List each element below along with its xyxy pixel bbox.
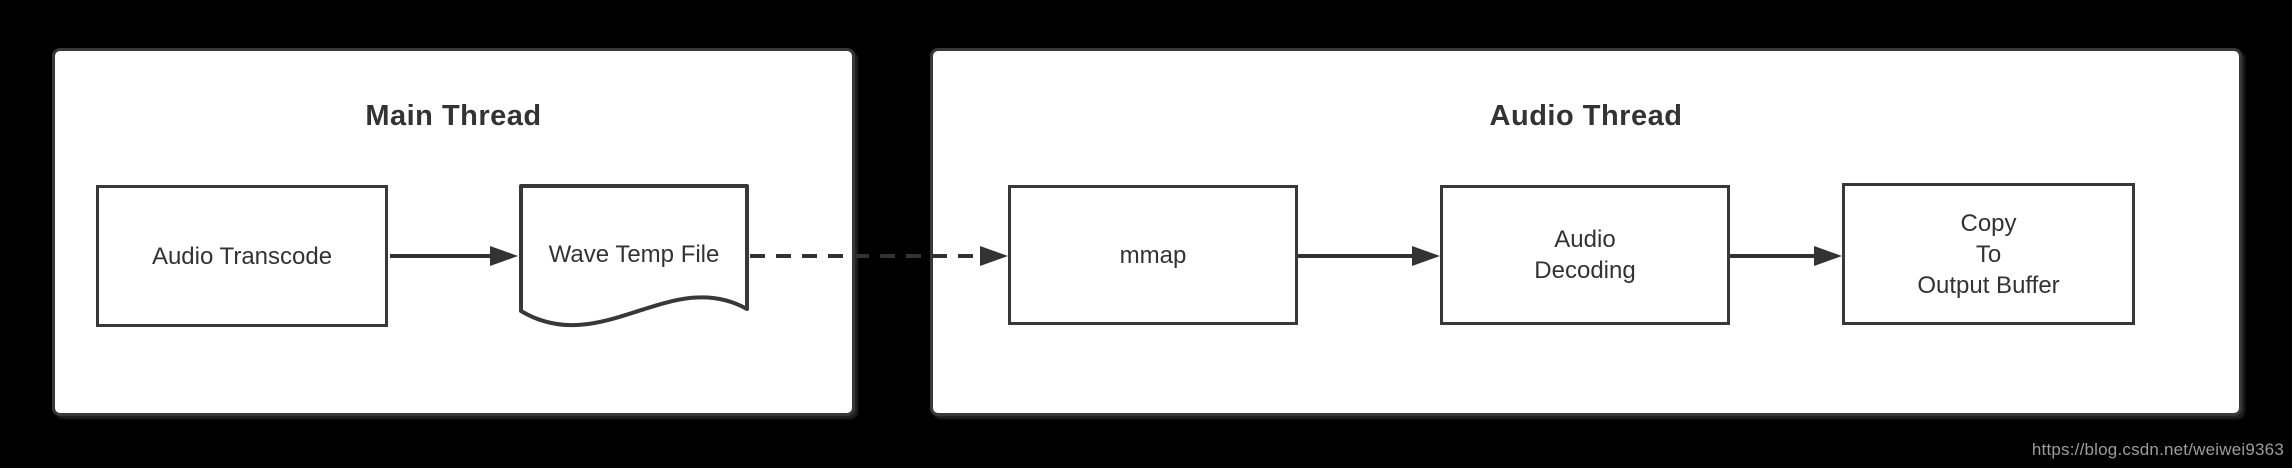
node-audio-transcode-label: Audio Transcode xyxy=(151,242,333,270)
panel-title-main-thread: Main Thread xyxy=(365,100,542,132)
node-mmap: mmap xyxy=(1008,185,1298,325)
node-copy-to-output-buffer: Copy To Output Buffer xyxy=(1842,183,2135,325)
node-wave-temp-file: Wave Temp File xyxy=(518,183,750,333)
node-copy-line2: To xyxy=(1975,240,2002,268)
node-mmap-label: mmap xyxy=(1119,241,1187,269)
node-audio-decoding-line1: Audio xyxy=(1554,226,1616,253)
node-audio-transcode: Audio Transcode xyxy=(96,185,388,327)
node-audio-decoding-line2: Decoding xyxy=(1534,257,1636,284)
panel-title-audio-thread: Audio Thread xyxy=(1489,100,1683,132)
document-shape-icon xyxy=(519,184,749,328)
watermark-url: https://blog.csdn.net/weiwei9363 xyxy=(2031,440,2284,459)
node-audio-decoding: Audio Decoding xyxy=(1440,185,1730,325)
node-copy-line3: Output Buffer xyxy=(1917,271,2060,299)
node-wave-temp-file-label: Wave Temp File xyxy=(548,241,720,268)
node-copy-line1: Copy xyxy=(1960,209,2017,237)
